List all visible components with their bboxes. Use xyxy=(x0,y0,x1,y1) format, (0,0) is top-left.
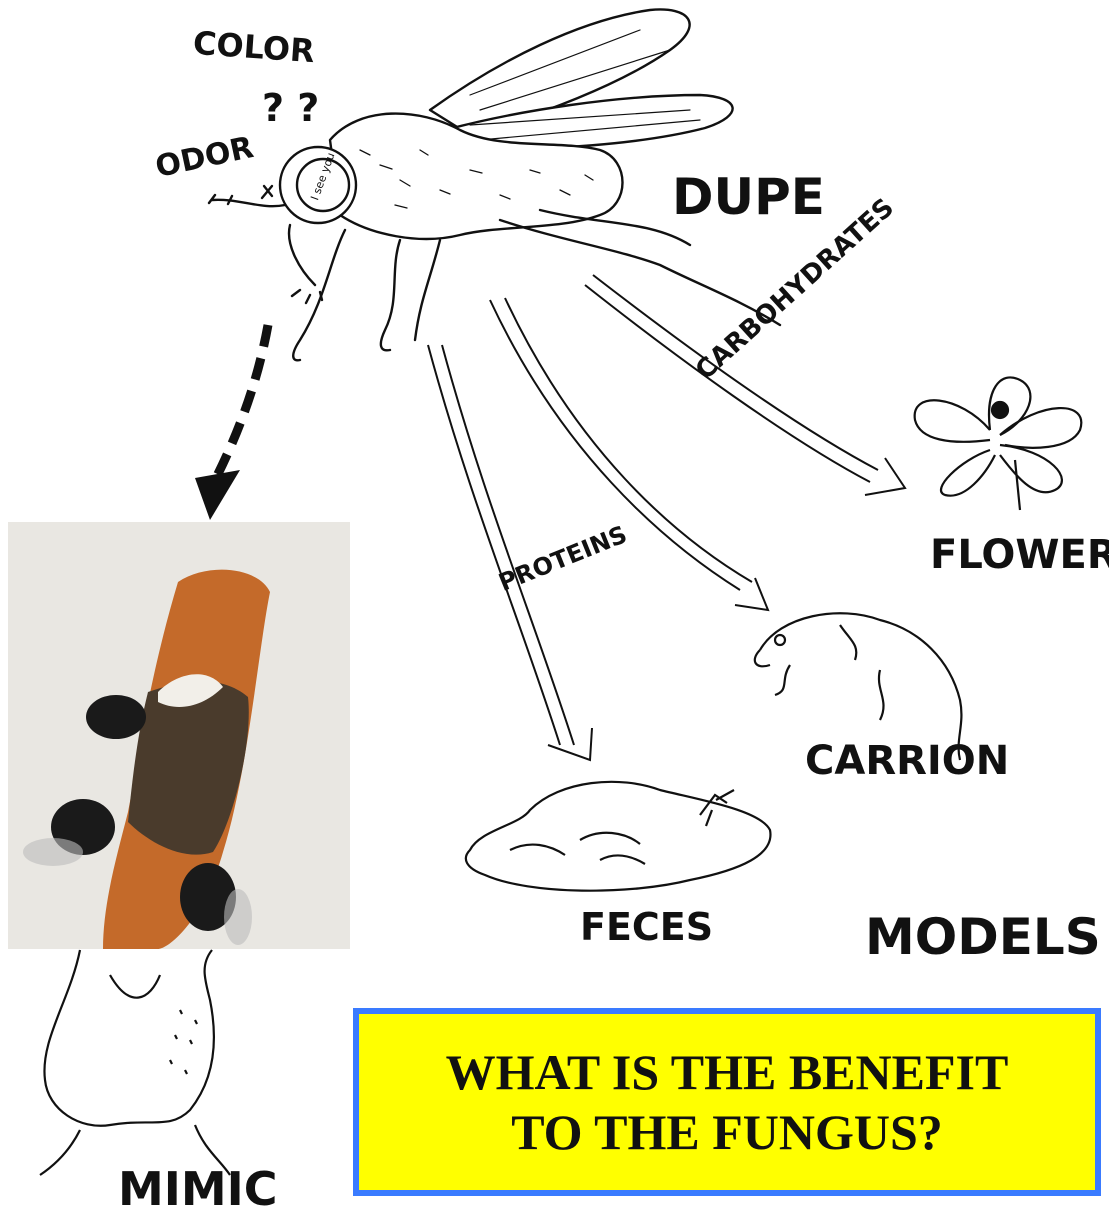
label-question-marks: ? ? xyxy=(262,86,319,130)
label-flower: FLOWER xyxy=(930,532,1109,578)
flies-on-fungus-photo xyxy=(8,522,350,949)
callout-line-1: WHAT IS THE BENEFIT xyxy=(446,1042,1009,1102)
label-dupe: DUPE xyxy=(672,168,825,226)
fungus-mimic-illustration xyxy=(40,950,230,1175)
arrow-to-flower xyxy=(585,275,905,495)
label-models: MODELS xyxy=(865,908,1101,966)
photo-svg xyxy=(8,522,350,949)
callout-line-2: TO THE FUNGUS? xyxy=(511,1102,943,1162)
question-callout: WHAT IS THE BENEFIT TO THE FUNGUS? xyxy=(353,1008,1101,1196)
label-carrion: CARRION xyxy=(805,738,1009,784)
label-feces: FECES xyxy=(580,905,713,949)
dashed-arrow-to-mimic xyxy=(195,325,268,520)
feces-illustration xyxy=(466,782,771,891)
flower-illustration xyxy=(915,377,1082,510)
label-mimic: MIMIC xyxy=(118,1162,278,1216)
